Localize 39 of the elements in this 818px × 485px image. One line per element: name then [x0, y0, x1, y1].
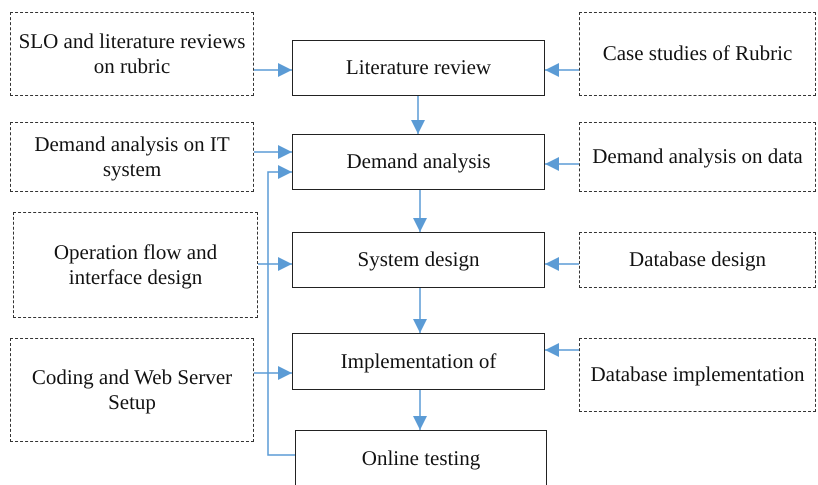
node-label: Online testing — [362, 446, 480, 472]
input-box — [10, 122, 254, 192]
node-label: Case studies of Rubric — [602, 41, 792, 67]
arrow — [254, 63, 292, 77]
arrow — [267, 165, 295, 456]
input-box — [579, 122, 816, 192]
node-label: Demand analysis on IT system — [33, 132, 231, 182]
input-box — [13, 212, 258, 318]
node-label: Implementation of — [340, 348, 496, 374]
arrow — [254, 145, 292, 159]
node-label: Demand analysis — [346, 149, 491, 175]
arrow — [545, 257, 579, 271]
arrow — [413, 390, 427, 430]
node-label: Database implementation — [590, 362, 804, 388]
process-box — [292, 40, 545, 96]
arrow — [411, 96, 425, 134]
input-box — [579, 338, 816, 412]
process-box — [292, 333, 545, 390]
input-box — [579, 232, 816, 288]
node-label: Coding and Web Server Setup — [30, 364, 234, 416]
node-label: Literature review — [346, 55, 492, 81]
arrow — [545, 157, 579, 171]
arrow — [545, 63, 579, 77]
node-label: Database design — [628, 247, 766, 273]
input-box — [10, 338, 254, 442]
process-box — [295, 430, 547, 485]
arrow — [413, 288, 427, 333]
arrow — [545, 343, 579, 357]
input-box — [579, 12, 816, 96]
arrow — [254, 366, 292, 380]
node-label: Demand analysis on data — [592, 144, 803, 170]
node-label: System design — [358, 247, 480, 273]
input-box — [10, 12, 254, 96]
arrow — [258, 257, 292, 271]
arrow — [413, 190, 427, 232]
process-box — [292, 134, 545, 190]
process-box — [292, 232, 545, 288]
node-label: Operation flow and interface design — [52, 240, 218, 290]
node-label: SLO and literature reviews on rubric — [18, 28, 246, 80]
